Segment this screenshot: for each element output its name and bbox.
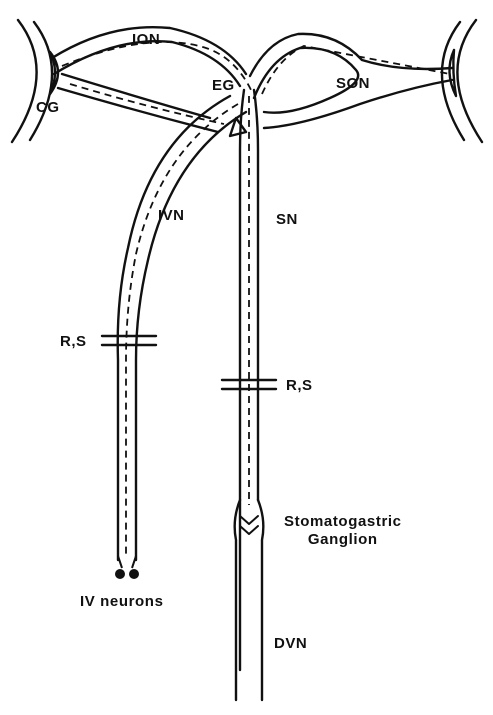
stg-arrow-top [240, 516, 258, 524]
rs-left-label: R,S [60, 334, 87, 349]
iv-neurons-label: IV neurons [80, 594, 164, 609]
right-cg-swelling [449, 50, 456, 96]
iv-neuron-left-stem [118, 556, 122, 568]
sn-right-continue [258, 500, 263, 700]
eg-label: EG [212, 78, 235, 93]
left-cg-outer-arc [12, 20, 37, 142]
son-label: SON [336, 76, 370, 91]
stomatogastric-ganglion-caption: Stomatogastric Ganglion [284, 514, 402, 547]
ivn-axon-dashed [126, 104, 238, 556]
cg-junction-nerve-bottom [58, 88, 218, 132]
stg-arrow-bottom [240, 526, 258, 534]
stomatogastric-line1: Stomatogastric [284, 514, 402, 529]
dvn-label: DVN [274, 636, 307, 651]
ivn-nerve-left [118, 96, 230, 560]
iv-neuron-left-soma [115, 569, 125, 579]
ion-label: ION [132, 32, 160, 47]
sn-label: SN [276, 212, 298, 227]
cg-axon-dashed [70, 84, 224, 124]
stomatogastric-line2: Ganglion [284, 532, 402, 547]
sn-nerve-right [254, 90, 258, 500]
iv-neuron-right-soma [129, 569, 139, 579]
rs-right-label: R,S [286, 378, 313, 393]
iv-neuron-right-stem [132, 556, 136, 568]
cg-label: CG [36, 100, 60, 115]
ivn-label: IVN [158, 208, 185, 223]
left-cg-inner-arc [30, 22, 52, 140]
right-cg-outer-arc [457, 20, 482, 142]
